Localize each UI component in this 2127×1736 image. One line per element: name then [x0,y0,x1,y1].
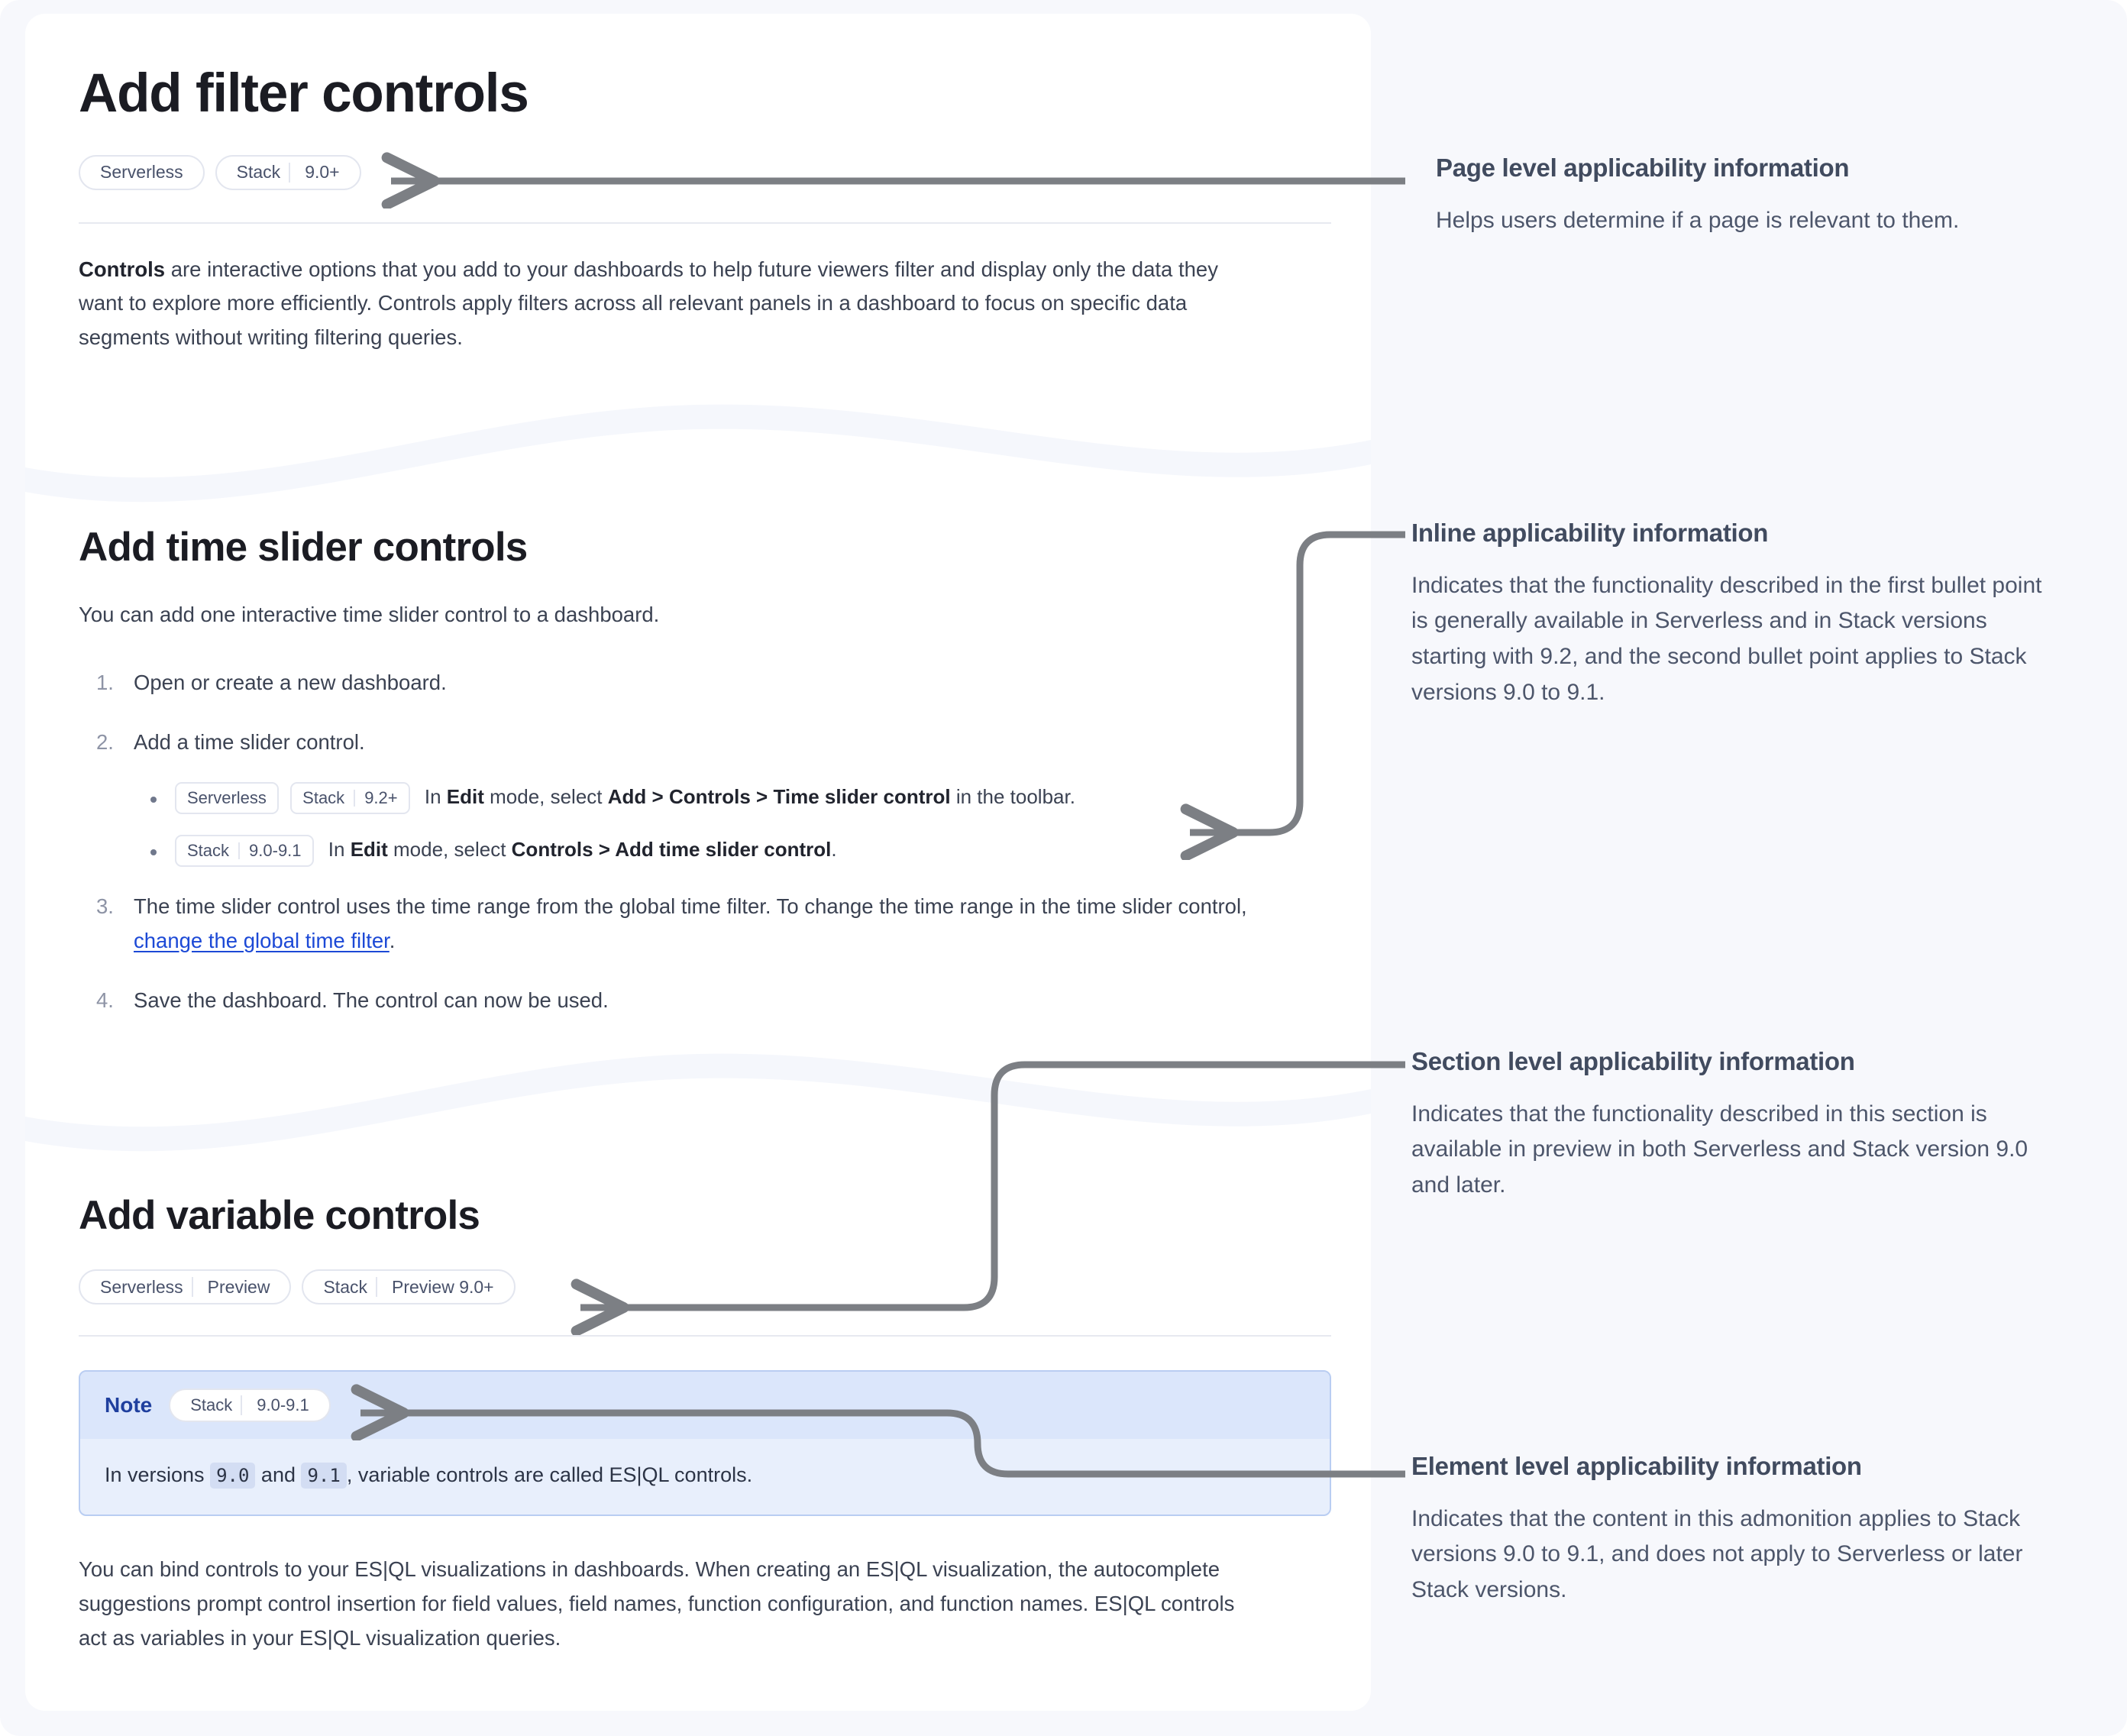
step-2-bullets: Serverless Stack 9.2+ In Edit mode, sele… [134,781,1331,868]
step-item-3: The time slider control uses the time ra… [96,890,1321,958]
time-slider-steps: Open or create a new dashboard. Add a ti… [79,666,1331,1018]
badge-stack-preview[interactable]: Stack Preview 9.0+ [302,1269,516,1305]
note-header: Note Stack 9.0-9.1 [80,1372,1330,1440]
note-text-4: , variable controls are called ES|QL con… [346,1463,753,1487]
page-header-section: Add filter controls Serverless Stack 9.0… [79,63,1331,355]
page-intro-rest: are interactive options that you add to … [79,257,1218,349]
badge-serverless-preview-state: Preview [207,1276,270,1297]
tag-serverless-label: Serverless [187,787,267,807]
b1-p5: Controls [668,784,751,808]
step-item-4: Save the dashboard. The control can now … [96,984,1331,1018]
b2-p5: Add time slider control [615,838,832,861]
tag-stack-92-version: 9.2+ [364,787,398,807]
annotation-element-level: Element level applicability information … [1411,1451,2061,1608]
annotation-section-level-title: Section level applicability information [1411,1047,1855,1075]
tag-stack-90-91-name: Stack [187,841,230,861]
note-body: In versions 9.0 and 9.1, variable contro… [80,1439,1330,1515]
annotation-inline: Inline applicability information Indicat… [1411,518,2061,711]
b2-p2: mode, select [387,838,512,861]
tag-stack-90-91[interactable]: Stack 9.0-9.1 [175,835,314,868]
tag-stack-92-name: Stack [302,787,345,807]
note-badge-stack-90-91[interactable]: Stack 9.0-9.1 [169,1388,331,1423]
b2-p6: . [831,838,837,861]
badge-divider [289,162,291,183]
b1-p0: In [424,784,447,808]
tag-stack-92[interactable]: Stack 9.2+ [290,782,410,814]
page-title: Add filter controls [79,63,529,124]
annotation-section-level-body: Indicates that the functionality describ… [1411,1101,2028,1198]
bullet-2-text: In Edit mode, select Controls > Add time… [328,838,837,861]
badge-serverless-preview-name: Serverless [100,1276,183,1297]
tag-divider [354,790,356,807]
step-item-2: Add a time slider control. Serverless St… [96,726,1331,868]
page-intro-lead: Controls [79,257,166,281]
annotation-inline-title: Inline applicability information [1411,519,1769,547]
tag-serverless[interactable]: Serverless [175,782,279,814]
annotation-section-level: Section level applicability information … [1411,1046,2061,1204]
bullet-item-2: Stack 9.0-9.1 In Edit mode, select Contr… [150,834,1331,868]
badge-divider [191,1277,193,1298]
time-slider-lead: You can add one interactive time slider … [79,603,660,627]
bullet-1-text: In Edit mode, select Add > Controls > Ti… [425,785,1075,808]
note-text-2: and [255,1463,302,1487]
step-3-text-after: . [389,928,396,952]
badge-stack-label: Stack [236,162,281,183]
b1-p6: > [750,784,774,808]
note-code-91: 9.1 [301,1463,347,1489]
b1-p8: in the toolbar. [950,784,1075,808]
annotation-page-level-body: Helps users determine if a page is relev… [1436,207,1960,233]
badge-divider [376,1277,377,1298]
note-code-90: 9.0 [210,1463,256,1489]
step-4-text: Save the dashboard. The control can now … [134,988,609,1013]
b1-p7: Time slider control [773,784,951,808]
note-badge-version: 9.0-9.1 [257,1395,309,1415]
badge-serverless-label: Serverless [100,162,183,183]
badge-stack-version-label: 9.0+ [305,162,340,183]
note-label: Note [105,1393,153,1418]
step-1-text: Open or create a new dashboard. [134,670,447,694]
note-badge-name: Stack [190,1395,233,1415]
b1-p3: Add [607,784,647,808]
annotation-element-level-title: Element level applicability information [1411,1452,1862,1480]
variable-controls-paragraph: You can bind controls to your ES|QL visu… [79,1557,1235,1650]
header-rule [79,221,1331,224]
b2-p1: Edit [350,838,388,861]
tag-divider [238,842,241,860]
section-wave-divider-2 [25,1043,1371,1158]
b2-p3: Controls [511,838,593,861]
b1-p1: Edit [446,784,484,808]
note-text-0: In versions [105,1463,211,1487]
bullet-item-1: Serverless Stack 9.2+ In Edit mode, sele… [150,781,1331,814]
variable-controls-heading: Add variable controls [79,1193,480,1238]
note-admonition: Note Stack 9.0-9.1 In versions 9.0 and 9… [79,1370,1331,1517]
step-item-1: Open or create a new dashboard. [96,666,1331,700]
b1-p4: > [646,784,669,808]
annotation-element-level-body: Indicates that the content in this admon… [1411,1505,2023,1603]
annotation-page-level-title: Page level applicability information [1436,154,1850,182]
tag-stack-90-91-version: 9.0-9.1 [249,841,302,861]
badge-divider [241,1395,243,1416]
annotation-page-level: Page level applicability information Hel… [1436,153,2062,238]
variable-controls-section: Add variable controls Serverless Preview… [79,1194,1331,1655]
b2-p0: In [328,838,351,861]
time-slider-section: Add time slider controls You can add one… [79,525,1331,1044]
badge-stack-preview-name: Stack [323,1276,367,1297]
time-slider-heading: Add time slider controls [79,525,528,570]
section-applicability-badges: Serverless Preview Stack Preview 9.0+ [79,1269,1331,1305]
b1-p2: mode, select [483,784,608,808]
section-rule [79,1335,1331,1337]
section-wave-divider-1 [25,394,1371,509]
badge-stack-version[interactable]: Stack 9.0+ [215,154,361,190]
documentation-card: Add filter controls Serverless Stack 9.0… [25,14,1371,1711]
annotation-inline-body: Indicates that the functionality describ… [1411,572,2042,705]
b2-p4: > [593,838,616,861]
page-applicability-badges: Serverless Stack 9.0+ [79,154,1331,190]
badge-serverless-preview[interactable]: Serverless Preview [79,1269,292,1305]
page-intro-paragraph: Controls are interactive options that yo… [79,253,1259,355]
step-2-text: Add a time slider control. [134,730,365,755]
badge-stack-preview-state: Preview 9.0+ [392,1276,494,1297]
badge-serverless[interactable]: Serverless [79,154,205,190]
step-3-text-before: The time slider control uses the time ra… [134,894,1247,919]
global-time-filter-link[interactable]: change the global time filter [134,928,390,952]
